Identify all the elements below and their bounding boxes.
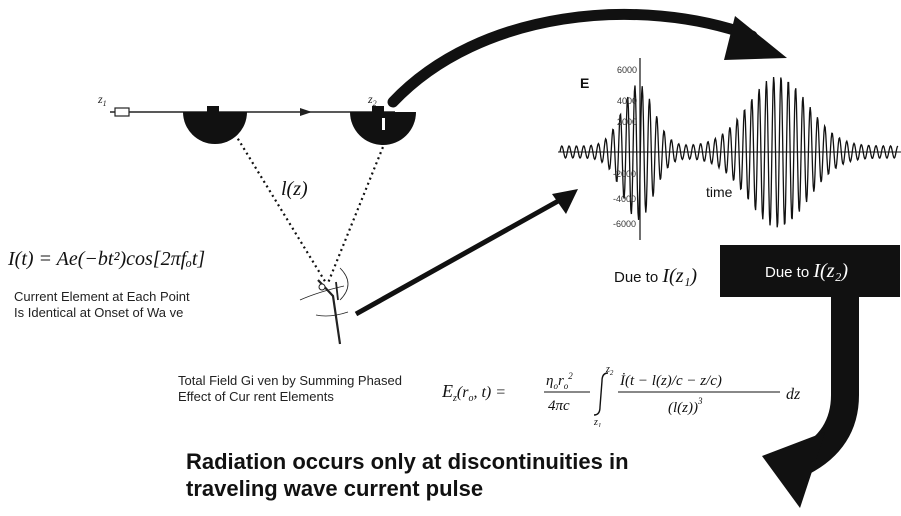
due-to-z1-label: Due to I(z₁)	[612, 259, 774, 293]
distance-lines	[234, 133, 387, 284]
straight-arrow-to-plot	[354, 189, 578, 317]
headline-line-2: traveling wave current pulse	[186, 476, 484, 501]
field-integral-equation: Ez(ro, t) = ηoro2 4πc z2 z1 İ(t − l(z)/c…	[441, 357, 822, 432]
total-field-caption: Total Field Gi ven by Summing Phased Eff…	[178, 373, 418, 405]
total-caption-line-1: Total Field Gi ven by Summing Phased	[178, 373, 402, 388]
due-to-z2-prefix: Due to	[765, 264, 814, 281]
bent-arrow-down	[762, 292, 859, 508]
current-equation: I(t) = Ae(−bt²)cos[2πfₒt]	[8, 248, 206, 270]
svg-text:(l(z))3: (l(z))3	[668, 396, 703, 416]
plot-ylabel: E	[580, 75, 589, 91]
svg-text:4πc: 4πc	[548, 398, 570, 414]
z1-label: z1	[97, 92, 107, 108]
ytick-6000: 6000	[617, 65, 637, 75]
ytick-minus-4000: -4000	[613, 194, 636, 204]
due-to-z1-prefix: Due to	[614, 269, 663, 286]
current-pulse-z1	[183, 106, 247, 144]
svg-text:z2: z2	[605, 364, 614, 377]
due-to-z2-box: Due to I(z₂)	[720, 245, 900, 297]
plot-ytick-labels: 6000 4000 2000 -2000 -4000 -6000	[613, 65, 637, 229]
ytick-minus-6000: -6000	[613, 219, 636, 229]
field-equation-svg: Ez(ro, t) = ηoro2 4πc z2 z1 İ(t − l(z)/c…	[441, 364, 801, 430]
field-plot	[558, 58, 901, 240]
antenna-wire	[110, 107, 395, 117]
due-to-z2-math: I(z₂)	[813, 260, 849, 282]
ytick-minus-2000: -2000	[613, 169, 636, 179]
current-caption-line-2: Is Identical at Onset of Wa ve	[14, 305, 184, 320]
svg-text:z1: z1	[593, 417, 601, 427]
plot-xlabel: time	[706, 184, 733, 200]
current-caption-line-1: Current Element at Each Point	[14, 289, 190, 304]
curved-arrow-to-plot	[387, 8, 787, 108]
z2-label: z2	[367, 92, 377, 108]
svg-text:İ(t − l(z)/c − z/c): İ(t − l(z)/c − z/c)	[619, 373, 722, 389]
svg-text:Ez(ro, t) =: Ez(ro, t) =	[442, 381, 506, 404]
current-element-caption: Current Element at Each Point Is Identic…	[14, 289, 294, 321]
current-pulse-z2	[350, 106, 416, 145]
distance-label: l(z)	[281, 178, 308, 200]
observer-point	[299, 267, 349, 345]
ytick-4000: 4000	[617, 96, 637, 106]
due-to-z1-math: I(z₁)	[662, 265, 698, 287]
headline-line-1: Radiation occurs only at discontinuities…	[186, 449, 629, 474]
svg-text:dz: dz	[786, 386, 801, 403]
svg-text:ηoro2: ηoro2	[546, 371, 573, 391]
headline: Radiation occurs only at discontinuities…	[186, 448, 746, 502]
ytick-2000: 2000	[617, 117, 637, 127]
total-caption-line-2: Effect of Cur rent Elements	[178, 389, 334, 404]
waveform-trace	[559, 76, 899, 228]
